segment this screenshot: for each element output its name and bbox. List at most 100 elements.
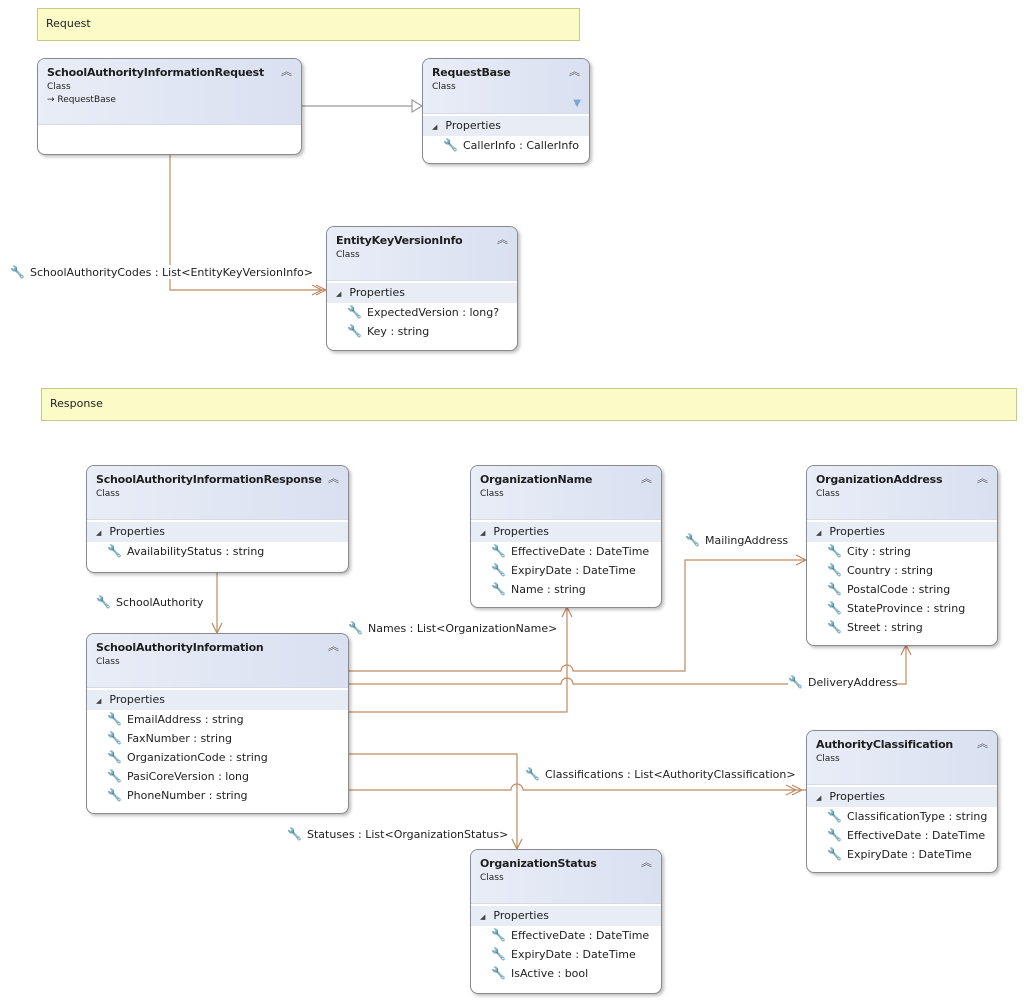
properties-section-header[interactable]: ◢Properties — [87, 690, 348, 710]
collapse-icon[interactable]: ︽ — [641, 856, 652, 869]
property-text: City : string — [847, 545, 911, 558]
expand-triangle-icon: ◢ — [480, 913, 486, 921]
property-row[interactable]: 🔧PasiCoreVersion : long — [87, 767, 348, 786]
wrench-icon: 🔧 — [827, 847, 842, 861]
wrench-icon: 🔧 — [827, 582, 842, 596]
property-row[interactable]: 🔧 Key : string — [327, 322, 517, 341]
property-row[interactable]: 🔧Street : string — [807, 618, 997, 637]
property-row[interactable]: 🔧ExpectedVersion : long? — [327, 303, 517, 322]
property-row[interactable]: 🔧ExpiryDate : DateTime — [471, 561, 661, 580]
collapse-icon[interactable]: ︽ — [641, 472, 652, 485]
generalization-arrowhead — [411, 98, 424, 114]
association-label: 🔧Classifications : List<AuthorityClassif… — [525, 767, 796, 781]
collapse-icon[interactable]: ︽ — [977, 472, 988, 485]
properties-section-header[interactable]: ◢ Properties — [807, 522, 997, 542]
property-row[interactable]: 🔧CallerInfo : CallerInfo — [423, 136, 589, 155]
class-kind: Class — [816, 754, 840, 764]
wrench-icon: 🔧 — [491, 928, 506, 942]
class-name: SchoolAuthorityInformationResponse — [96, 473, 322, 486]
section-label: Properties — [493, 525, 549, 538]
property-text: EmailAddress : string — [127, 713, 244, 726]
property-text: Key : string — [367, 325, 430, 338]
properties-section-header[interactable]: ◢ Properties — [327, 283, 517, 303]
property-row[interactable]: 🔧 ExpiryDate : DateTime — [471, 945, 661, 964]
property-text: ExpectedVersion : long? — [367, 306, 500, 319]
property-text: EffectiveDate : DateTime — [847, 829, 986, 842]
section-label: Properties — [829, 525, 885, 538]
collapse-icon[interactable]: ︽ — [281, 65, 292, 78]
expand-triangle-icon: ◢ — [816, 529, 822, 537]
section-label: Properties — [349, 286, 405, 299]
properties-section-header[interactable]: ◢Properties — [87, 522, 348, 542]
property-text: PasiCoreVersion : long — [127, 770, 250, 783]
property-row[interactable]: 🔧 EmailAddress : string — [87, 710, 348, 729]
collapse-icon[interactable]: ︽ — [328, 640, 339, 653]
wrench-icon: 🔧 — [827, 544, 842, 558]
property-row[interactable]: 🔧 City : string — [807, 542, 997, 561]
collapse-icon[interactable]: ︽ — [497, 233, 508, 246]
properties-section-header[interactable]: ◢Properties — [807, 787, 997, 807]
property-text: EffectiveDate : DateTime — [511, 929, 650, 942]
wrench-icon: 🔧 — [107, 712, 122, 726]
association-mailing-address — [348, 559, 806, 672]
association-classifications — [348, 783, 806, 791]
property-row[interactable]: 🔧FaxNumber : string — [87, 729, 348, 748]
filter-icon[interactable]: ▼ — [573, 98, 581, 109]
property-text: PostalCode : string — [847, 583, 951, 596]
property-row[interactable]: 🔧 EffectiveDate : DateTime — [471, 926, 661, 945]
property-row[interactable]: 🔧StateProvince : string — [807, 599, 997, 618]
collapse-icon[interactable]: ︽ — [977, 737, 988, 750]
wrench-icon: 🔧 — [443, 138, 458, 152]
wrench-icon: 🔧 — [491, 966, 506, 980]
property-row[interactable]: 🔧PhoneNumber : string — [87, 786, 348, 805]
properties-section-header[interactable]: ◢ Properties — [471, 906, 661, 926]
wrench-icon: 🔧 — [348, 621, 363, 635]
class-kind: Class — [47, 82, 71, 92]
property-row[interactable]: 🔧EffectiveDate : DateTime — [807, 826, 997, 845]
property-row[interactable]: 🔧IsActive : bool — [471, 964, 661, 983]
property-text: ExpiryDate : DateTime — [511, 948, 636, 961]
property-text: PhoneNumber : string — [127, 789, 248, 802]
collapse-icon[interactable]: ︽ — [569, 65, 580, 78]
property-row[interactable]: 🔧Country : string — [807, 561, 997, 580]
property-row[interactable]: 🔧OrganizationCode : string — [87, 748, 348, 767]
request-note[interactable]: Request — [37, 8, 580, 41]
response-note[interactable]: Response — [41, 388, 1017, 421]
association-label: 🔧SchoolAuthorityCodes : List<EntityKeyVe… — [10, 265, 314, 279]
property-row[interactable]: 🔧ClassificationType : string — [807, 807, 997, 826]
wrench-icon: 🔧 — [491, 947, 506, 961]
properties-section-header[interactable]: ◢ Properties — [471, 522, 661, 542]
expand-triangle-icon: ◢ — [336, 290, 342, 298]
property-text: EffectiveDate : DateTime — [511, 545, 650, 558]
association-label: 🔧Names : List<OrganizationName> — [348, 621, 558, 635]
association-label: 🔧DeliveryAddress — [788, 675, 898, 689]
property-row[interactable]: 🔧 PostalCode : string — [807, 580, 997, 599]
properties-section-header[interactable]: ◢Properties — [423, 116, 589, 136]
property-row[interactable]: 🔧Name : string — [471, 580, 661, 599]
property-text: OrganizationCode : string — [127, 751, 268, 764]
property-row[interactable]: 🔧AvailabilityStatus : string — [87, 542, 348, 561]
collapse-icon[interactable]: ︽ — [328, 472, 339, 485]
wrench-icon: 🔧 — [827, 563, 842, 577]
expand-triangle-icon: ◢ — [480, 529, 486, 537]
association-delivery-address — [348, 645, 907, 685]
association-label: 🔧Statuses : List<OrganizationStatus> — [287, 827, 509, 841]
base-class: → RequestBase — [47, 95, 301, 105]
section-label: Properties — [493, 909, 549, 922]
property-row[interactable]: 🔧EffectiveDate : DateTime — [471, 542, 661, 561]
wrench-icon: 🔧 — [347, 324, 362, 338]
property-row[interactable]: 🔧ExpiryDate : DateTime — [807, 845, 997, 864]
